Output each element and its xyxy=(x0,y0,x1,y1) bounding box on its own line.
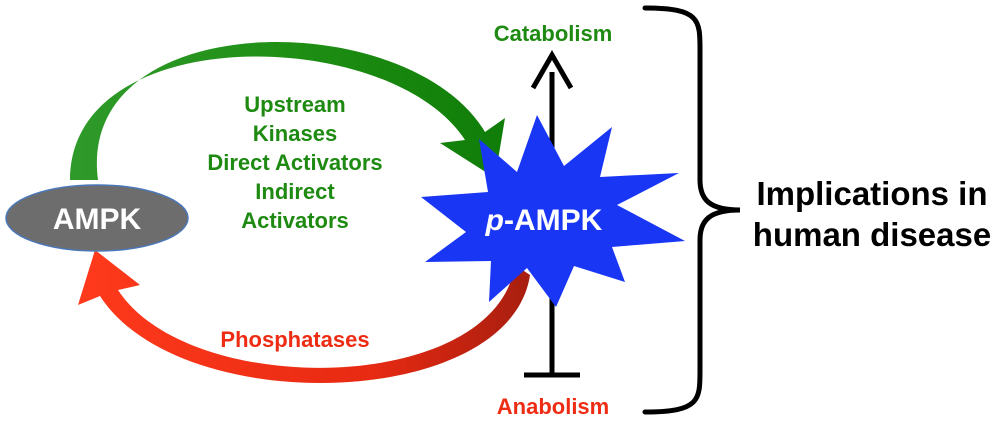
p-ampk-node: p-AMPK xyxy=(421,115,685,307)
activation-label-kinases: Kinases xyxy=(253,121,337,146)
implications-line-2: human disease xyxy=(753,216,991,253)
activation-arrow xyxy=(70,42,505,180)
ampk-label: AMPK xyxy=(53,203,142,236)
anabolism-label: Anabolism xyxy=(497,394,609,419)
activation-label-indirect: Indirect xyxy=(255,179,335,204)
activation-label-direct-activators: Direct Activators xyxy=(207,150,382,175)
activation-label-upstream: Upstream xyxy=(244,92,345,117)
catabolism-label: Catabolism xyxy=(494,21,613,46)
activation-labels: Upstream Kinases Direct Activators Indir… xyxy=(207,92,382,233)
curly-brace xyxy=(642,5,741,415)
p-ampk-label: p-AMPK xyxy=(485,204,603,237)
phosphatases-label: Phosphatases xyxy=(220,327,369,352)
activation-label-activators: Activators xyxy=(241,208,349,233)
implications-label: Implications in human disease xyxy=(753,175,991,253)
dephosphorylation-arrow xyxy=(78,250,530,383)
implications-line-1: Implications in xyxy=(756,175,987,212)
ampk-node: AMPK xyxy=(5,184,189,252)
